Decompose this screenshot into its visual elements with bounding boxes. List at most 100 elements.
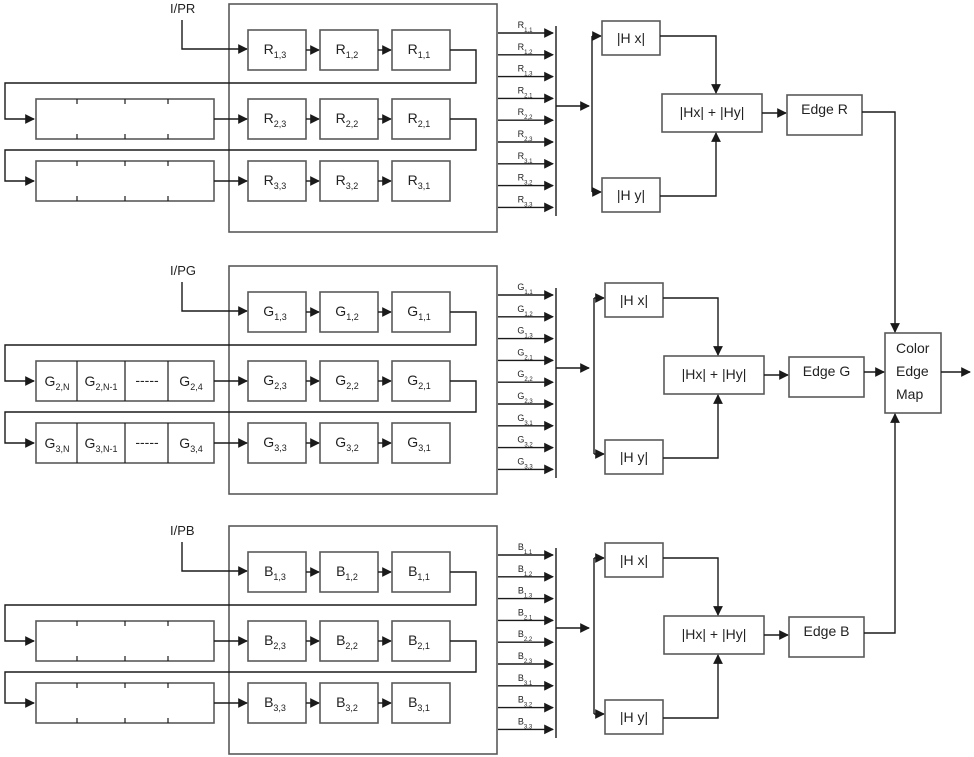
- window-cell-label: G1,1: [407, 303, 430, 322]
- window-cell: [319, 29, 379, 71]
- hy-label: |H y|: [620, 449, 648, 465]
- window-cell: [247, 291, 307, 333]
- tap-label: B2,2: [518, 629, 533, 643]
- window-cell-label: B1,3: [264, 563, 286, 582]
- tap-label: B2,3: [518, 651, 533, 665]
- tap-label: R1,1: [518, 20, 534, 34]
- window-cell-label: B3,3: [264, 694, 286, 713]
- tap-label: R2,2: [518, 107, 534, 121]
- hx-block: [604, 542, 664, 578]
- color-edge-map-label: Map: [896, 386, 923, 402]
- feedback-wire: [4, 380, 477, 448]
- window-cell: [391, 551, 451, 593]
- window-cell-label: G3,2: [335, 434, 358, 453]
- tap-label: G3,1: [517, 413, 533, 427]
- line-buffer: [35, 160, 215, 202]
- tap-label: B3,2: [518, 695, 533, 709]
- sum-label: |Hx| + |Hy|: [682, 626, 747, 642]
- window-cell-label: R1,3: [264, 41, 287, 60]
- tap-label: R3,1: [518, 151, 534, 165]
- window-cell-label: B3,1: [408, 694, 430, 713]
- window-cell: [391, 620, 451, 662]
- window-cell: [247, 422, 307, 464]
- tap-label: B1,1: [518, 542, 533, 556]
- line-buffer-ellipsis: -----: [135, 434, 159, 450]
- feedback-wire: [4, 118, 477, 186]
- edge-r-to-map-arrow: [862, 111, 900, 333]
- window-cell-label: B2,1: [408, 632, 430, 651]
- tap-label: R1,3: [518, 64, 534, 78]
- window-cell-label: R2,1: [408, 110, 431, 129]
- line-buffer-cell-label: G2,N: [45, 373, 70, 392]
- color-edge-map-block: [884, 332, 942, 414]
- edge-block: [786, 94, 863, 136]
- sum-label: |Hx| + |Hy|: [680, 104, 745, 120]
- line-buffer-cell-label: G2,4: [179, 373, 202, 392]
- window-cell: [391, 360, 451, 402]
- tap-label: G1,2: [517, 304, 533, 318]
- hx-to-sum-arrow: [663, 557, 723, 616]
- window-cell-label: B2,3: [264, 632, 286, 651]
- window-cell-label: G2,2: [335, 372, 358, 391]
- hx-label: |H x|: [620, 292, 648, 308]
- tap-label: R3,3: [518, 194, 534, 208]
- edge-label: Edge B: [804, 623, 850, 639]
- line-buffer-cell-label: G3,4: [179, 435, 202, 454]
- hx-block: [601, 20, 661, 56]
- window-cell: [247, 682, 307, 724]
- window-cell-label: B3,2: [336, 694, 358, 713]
- edge-b-to-map-arrow: [864, 413, 900, 634]
- window-cell-label: G3,3: [263, 434, 286, 453]
- hx-block: [604, 282, 664, 318]
- window-cell: [391, 291, 451, 333]
- input-wire: [181, 20, 248, 54]
- window-cell-label: G3,1: [407, 434, 430, 453]
- window-cell-label: R1,1: [408, 41, 431, 60]
- window-cell-label: G1,3: [263, 303, 286, 322]
- window-cell: [319, 291, 379, 333]
- tap-label: G2,3: [517, 391, 533, 405]
- line-buffer: [35, 682, 215, 724]
- window-cell: [247, 551, 307, 593]
- input-label: I/PB: [170, 523, 195, 538]
- edge-label: Edge R: [801, 101, 848, 117]
- window-cell: [391, 682, 451, 724]
- tap-label: R1,2: [518, 42, 534, 56]
- input-label: I/PG: [170, 263, 196, 278]
- window-frame: [228, 525, 498, 755]
- edge-block: [788, 356, 865, 398]
- hy-to-sum-arrow: [663, 394, 723, 459]
- window-cell: [319, 422, 379, 464]
- window-cell: [319, 620, 379, 662]
- sum-block: [663, 355, 765, 395]
- window-cell: [319, 551, 379, 593]
- line-buffer-cell-label: G2,N-1: [85, 373, 118, 392]
- window-cell-label: R1,2: [336, 41, 359, 60]
- input-wire: [181, 282, 248, 316]
- line-buffer: [35, 98, 215, 140]
- hy-label: |H y|: [617, 187, 645, 203]
- window-cell: [319, 682, 379, 724]
- window-cell-label: R3,2: [336, 172, 359, 191]
- sum-label: |Hx| + |Hy|: [682, 366, 747, 382]
- edge-label: Edge G: [803, 363, 850, 379]
- window-cell-label: R2,2: [336, 110, 359, 129]
- sum-block: [661, 93, 763, 133]
- feedback-wire: [4, 49, 477, 124]
- input-wire: [181, 542, 248, 576]
- hx-label: |H x|: [617, 30, 645, 46]
- line-buffer-cell-label: G3,N: [45, 435, 70, 454]
- color-edge-map-label: Color: [896, 340, 930, 356]
- window-cell-label: R2,3: [264, 110, 287, 129]
- feedback-wire: [4, 311, 477, 386]
- window-frame: [228, 265, 498, 495]
- hy-block: [604, 699, 664, 735]
- hy-block: [601, 177, 661, 213]
- hy-label: |H y|: [620, 709, 648, 725]
- window-cell-label: R3,1: [408, 172, 431, 191]
